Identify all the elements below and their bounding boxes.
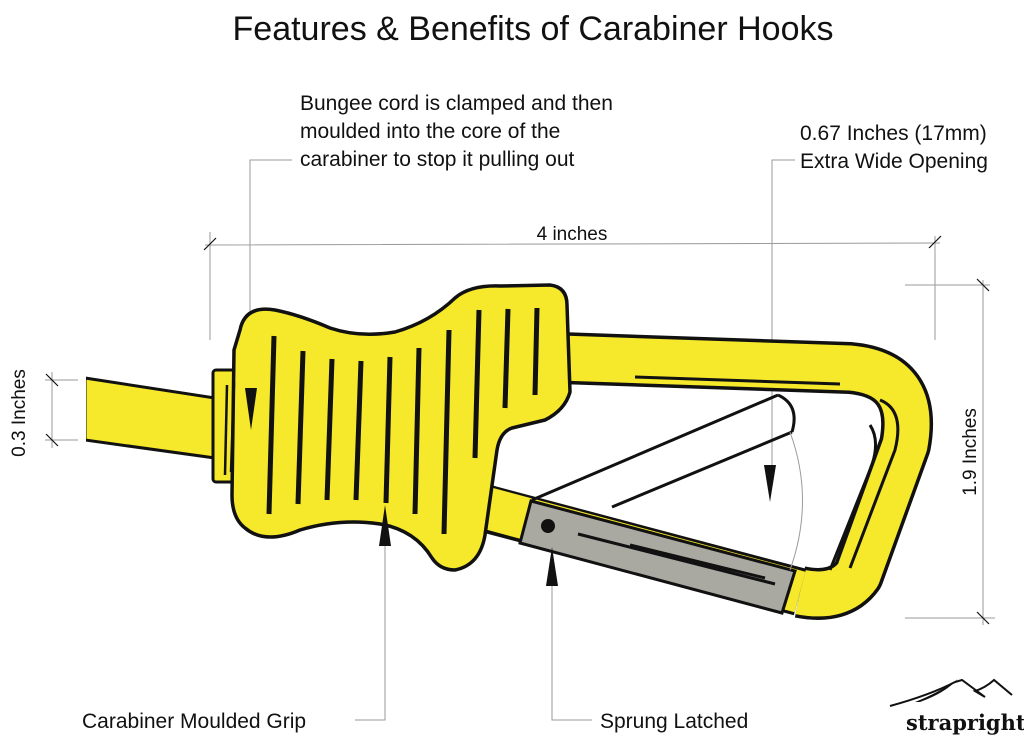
callout-line: moulded into the core of the	[300, 120, 560, 143]
moulded-grip	[211, 283, 572, 572]
dimension-label: 4 inches	[537, 224, 608, 245]
arrow-up-icon	[379, 505, 391, 546]
page-title: Features & Benefits of Carabiner Hooks	[233, 10, 834, 48]
callout-line: Extra Wide Opening	[800, 150, 988, 173]
callout-line: Bungee cord is clamped and then	[300, 92, 613, 115]
arrow-down-icon	[764, 465, 776, 502]
bungee-cord	[83, 376, 217, 460]
latch-label: Sprung Latched	[600, 710, 748, 733]
arrow-up-icon	[546, 547, 558, 586]
opening-callout: 0.67 Inches (17mm) Extra Wide Opening	[771, 122, 988, 470]
gate-latch	[518, 499, 797, 615]
brand-logo: strapright	[889, 678, 1024, 735]
callout-line: 0.67 Inches (17mm)	[800, 122, 987, 145]
dimension-label: 0.3 Inches	[9, 369, 30, 457]
svg-text:strapright: strapright	[906, 710, 1024, 735]
carabiner-body	[473, 332, 934, 620]
bungee-callout: Bungee cord is clamped and then moulded …	[249, 92, 613, 400]
cord-dimension: 0.3 Inches	[9, 369, 78, 457]
length-dimension: 4 inches	[203, 224, 942, 340]
height-dimension: 1.9 Inches	[905, 278, 995, 625]
grip-label: Carabiner Moulded Grip	[82, 710, 306, 733]
arrow-down-icon	[245, 388, 257, 430]
rivet-icon	[541, 519, 555, 533]
dimension-label: 1.9 Inches	[960, 408, 981, 496]
callout-line: carabiner to stop it pulling out	[300, 148, 574, 171]
